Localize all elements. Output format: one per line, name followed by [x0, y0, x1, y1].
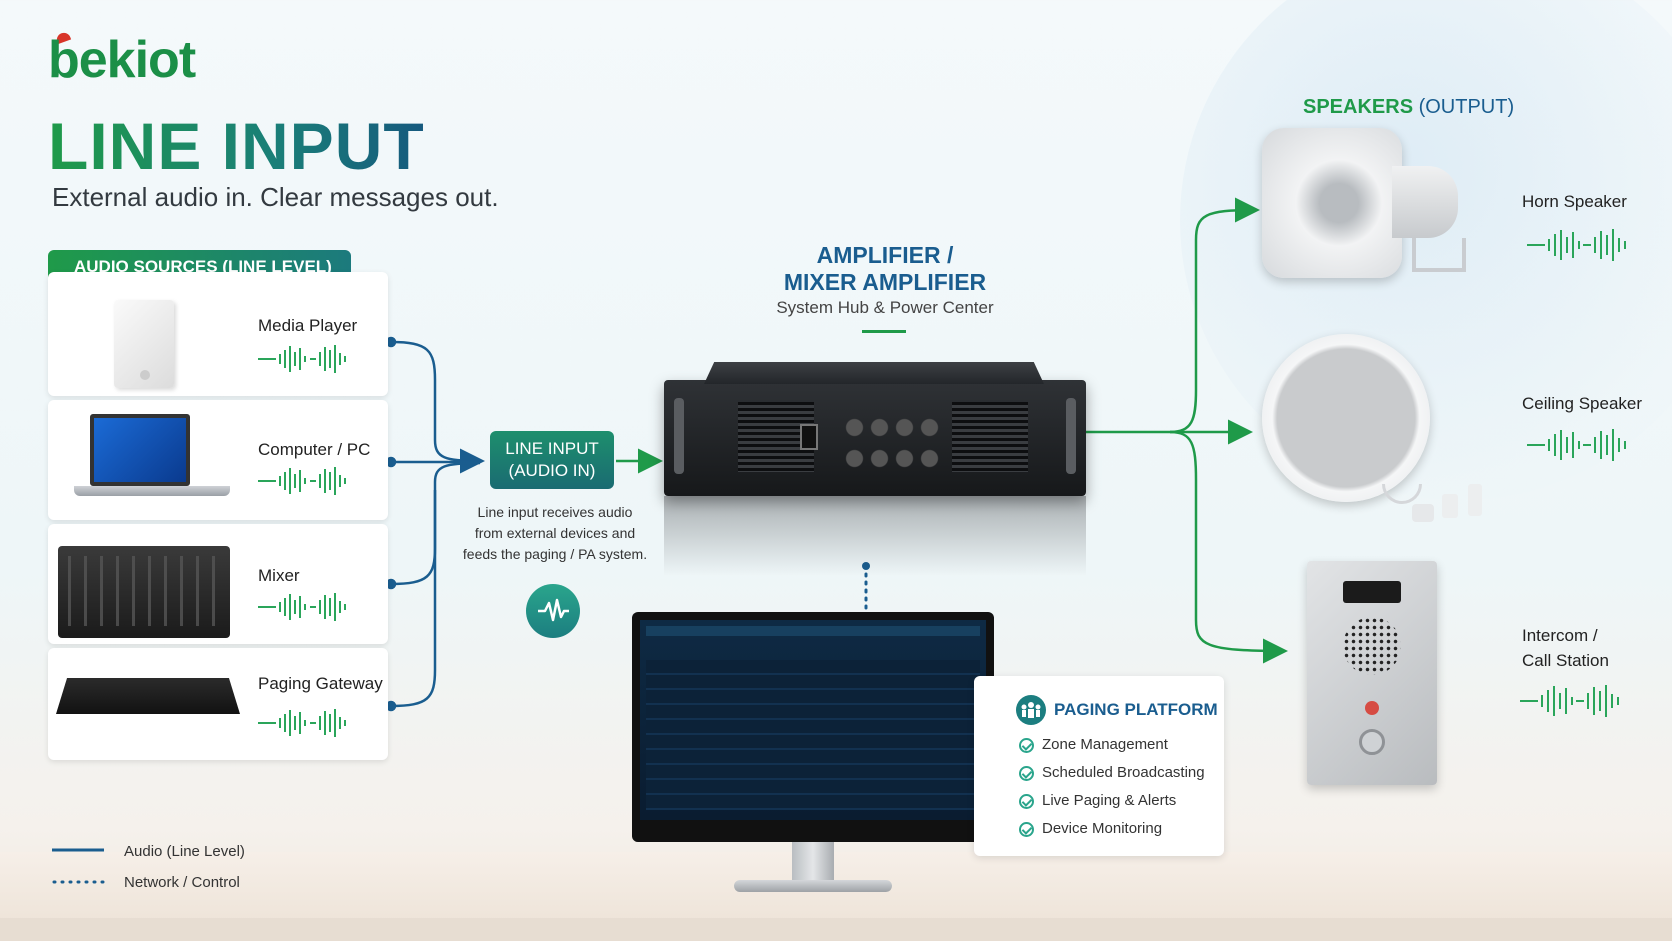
laptop-image	[70, 414, 238, 512]
paging-gateway-image	[56, 678, 240, 714]
waveform-computer	[258, 467, 346, 495]
legend-network-label: Network / Control	[124, 874, 240, 891]
amplifier-reflection	[664, 496, 1086, 576]
platform-item-live-paging: Live Paging & Alerts	[1042, 792, 1177, 809]
waveform-mixer	[258, 593, 346, 621]
monitor-image	[632, 612, 994, 896]
page-subtitle: External audio in. Clear messages out.	[52, 182, 499, 212]
mixer-image	[58, 546, 230, 638]
speaker-output-lines	[1085, 197, 1288, 664]
floor-edge	[0, 918, 1672, 941]
speaker-label-intercom: Intercom / Call Station	[1522, 623, 1609, 673]
legend-audio-label: Audio (Line Level)	[124, 843, 245, 860]
source-label-media-player: Media Player	[258, 316, 358, 335]
check-icon	[1019, 794, 1034, 809]
ceiling-speaker-image	[1262, 334, 1492, 534]
waveform-intercom	[1520, 685, 1619, 717]
amplifier-underline	[862, 330, 906, 333]
source-label-computer: Computer / PC	[258, 440, 371, 459]
speaker-label-ceiling: Ceiling Speaker	[1522, 394, 1643, 413]
line-input-box: LINE INPUT (AUDIO IN)	[490, 431, 614, 489]
line-input-description: Line input receives audio from external …	[455, 502, 655, 565]
source-card-paging-gateway: Paging Gateway	[48, 648, 388, 760]
line-input-desc-1: Line input receives audio	[477, 504, 633, 520]
line-input-box-line2: (AUDIO IN)	[508, 461, 596, 480]
speakers-title-paren: (OUTPUT)	[1418, 96, 1515, 118]
speakers-title-main: SPEAKERS	[1303, 96, 1414, 118]
check-icon	[1019, 738, 1034, 753]
legend-dotted-line	[52, 880, 106, 884]
platform-item-zone-management: Zone Management	[1042, 736, 1168, 753]
waveform-ceiling	[1527, 429, 1626, 461]
logo: bekiot	[48, 31, 196, 89]
waveform-paging-gateway	[258, 709, 346, 737]
legend-solid-line	[52, 848, 104, 852]
line-input-desc-2: from external devices and	[474, 525, 636, 541]
audio-wave-icon	[526, 584, 580, 638]
amplifier-subtitle: System Hub & Power Center	[776, 298, 994, 317]
paging-platform-card	[974, 676, 1224, 856]
speaker-label-intercom-line1: Intercom /	[1522, 626, 1598, 645]
platform-item-scheduled-broadcasting: Scheduled Broadcasting	[1042, 764, 1205, 781]
speaker-label-horn: Horn Speaker	[1522, 192, 1627, 211]
source-label-paging-gateway: Paging Gateway	[258, 674, 383, 693]
amplifier-title-line1: AMPLIFIER /	[816, 242, 954, 268]
check-icon	[1019, 822, 1034, 837]
people-icon	[1016, 695, 1046, 725]
amplifier-title-line2: MIXER AMPLIFIER	[783, 269, 987, 295]
source-card-mixer: Mixer	[48, 524, 388, 644]
line-input-box-line1: LINE INPUT	[505, 439, 599, 458]
check-icon	[1019, 766, 1034, 781]
intercom-image	[1307, 561, 1437, 785]
speakers-title: SPEAKERS (OUTPUT)	[1303, 96, 1514, 119]
line-input-desc-3: feeds the paging / PA system.	[462, 546, 648, 562]
platform-item-device-monitoring: Device Monitoring	[1042, 820, 1163, 837]
page-title: LINE INPUT	[48, 109, 425, 183]
speaker-label-intercom-line2: Call Station	[1522, 651, 1609, 670]
amplifier-title: AMPLIFIER / MIXER AMPLIFIER	[720, 242, 1050, 296]
paging-platform-title: PAGING PLATFORM	[1054, 700, 1218, 719]
source-card-media-player: Media Player	[48, 272, 388, 396]
amplifier-image	[664, 362, 1086, 496]
source-label-mixer: Mixer	[258, 566, 300, 585]
horn-speaker-image	[1262, 128, 1472, 288]
media-player-image	[114, 300, 174, 388]
waveform-horn	[1527, 229, 1626, 261]
source-card-computer: Computer / PC	[48, 400, 388, 520]
waveform-media-player	[258, 345, 346, 373]
